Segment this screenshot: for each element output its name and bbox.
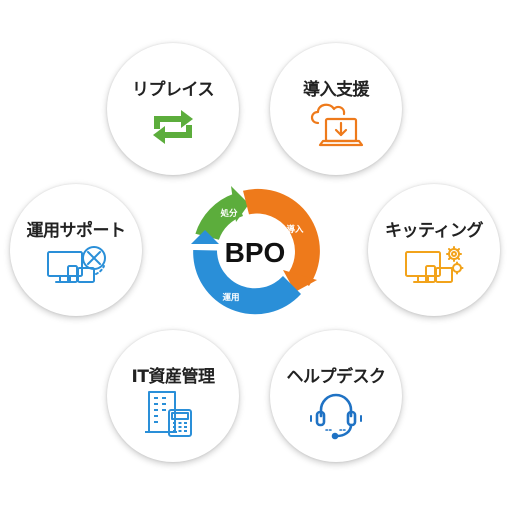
service-label-kitting: キッティング	[385, 221, 483, 241]
service-label-intro-support: 導入支援	[303, 80, 370, 100]
bpo-center-circle	[207, 204, 303, 300]
segment-label-disposal: 処分	[219, 208, 238, 219]
service-bubble-help-desk: ヘルプデスク	[270, 330, 402, 462]
segment-operation-arrowhead	[191, 230, 219, 244]
service-bubble-it-asset-management: IT資産管理	[107, 330, 239, 462]
devices-gears-icon	[404, 240, 464, 296]
segment-label-introduction: 導入	[286, 224, 304, 235]
segment-introduction-arc	[243, 188, 320, 286]
bpo-cycle-diagram: 処分 導入 運用 BPO	[185, 182, 325, 322]
building-calculator-icon	[143, 386, 203, 442]
recycle-arrows-icon	[143, 99, 203, 155]
service-label-it-asset-management: IT資産管理	[131, 367, 215, 387]
service-label-help-desk: ヘルプデスク	[286, 367, 387, 387]
service-label-operation-support: 運用サポート	[26, 221, 127, 241]
service-bubble-intro-support: 導入支援	[270, 43, 402, 175]
service-label-replace: リプレイス	[132, 80, 215, 100]
headset-icon	[306, 386, 366, 442]
service-bubble-replace: リプレイス	[107, 43, 239, 175]
segment-label-operation: 運用	[222, 292, 239, 303]
cloud-download-laptop-icon	[306, 99, 366, 155]
segment-disposal-arc	[195, 193, 243, 240]
segment-operation-arc	[193, 250, 301, 315]
service-bubble-operation-support: 運用サポート	[10, 184, 142, 316]
center-title: BPO	[225, 237, 286, 268]
service-bubble-kitting: キッティング	[368, 184, 500, 316]
segment-disposal-arrowhead	[231, 186, 249, 222]
segment-introduction-arrowhead	[283, 270, 317, 292]
devices-tools-icon	[46, 240, 106, 296]
